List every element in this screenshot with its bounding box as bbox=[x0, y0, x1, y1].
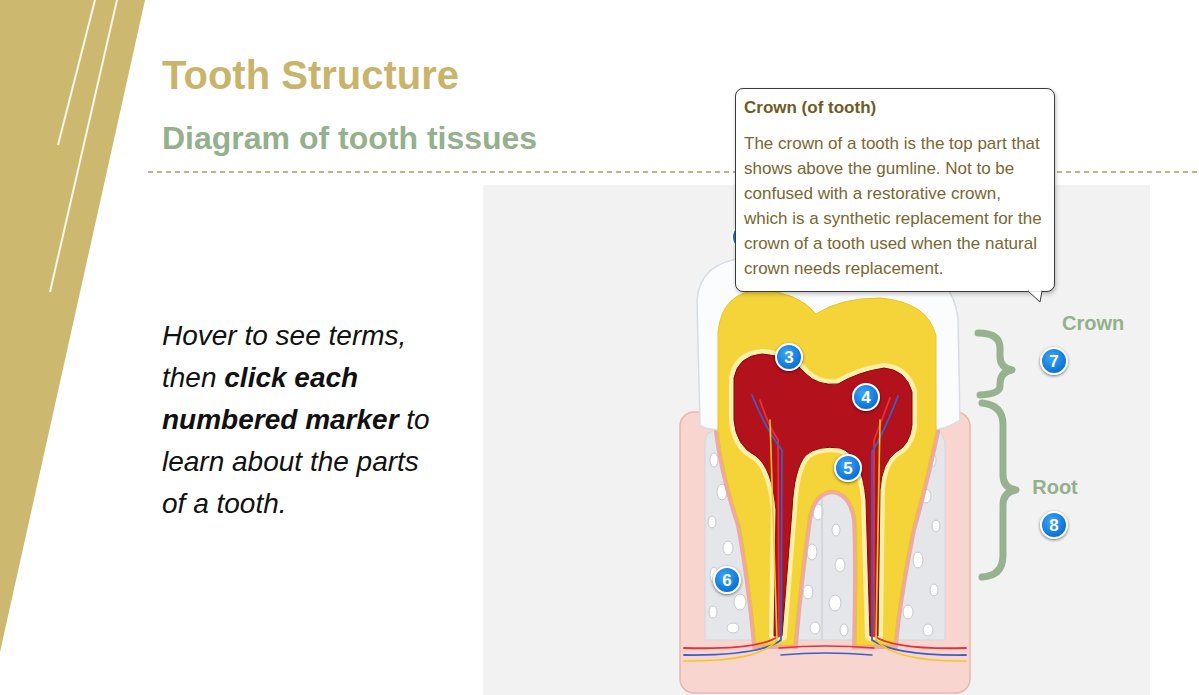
predentin-layer bbox=[734, 354, 912, 636]
tooltip-tail bbox=[1028, 290, 1044, 303]
dentin bbox=[718, 290, 936, 645]
gold-band bbox=[0, 0, 145, 652]
artery bbox=[874, 398, 966, 648]
bone-pore bbox=[913, 552, 923, 568]
term-tooltip: Crown (of tooth) The crown of a tooth is … bbox=[735, 88, 1055, 292]
artery bbox=[684, 400, 779, 648]
callout-number: 7 bbox=[1040, 347, 1068, 375]
bone-pore bbox=[734, 594, 746, 610]
tooltip-body: The crown of a tooth is the top part tha… bbox=[744, 131, 1045, 281]
slide-subtitle: Diagram of tooth tissues bbox=[162, 119, 537, 157]
callout-number-text: 6 bbox=[722, 572, 731, 589]
bone-pore bbox=[807, 544, 817, 560]
nerve bbox=[876, 420, 966, 661]
vein bbox=[872, 396, 966, 655]
bone-pore bbox=[727, 623, 739, 633]
callout-number-text: 8 bbox=[1049, 517, 1058, 534]
bone-pore bbox=[832, 524, 840, 536]
callout-number: 8 bbox=[1040, 511, 1068, 539]
callout-number-text: 7 bbox=[1049, 353, 1058, 370]
vein bbox=[781, 653, 872, 655]
bone-pore bbox=[708, 516, 716, 528]
bone-pore bbox=[932, 520, 940, 532]
vein bbox=[684, 395, 782, 655]
callout-number: 4 bbox=[852, 383, 880, 411]
bone-pore bbox=[923, 624, 933, 636]
instruction-block: Hover to see terms, then click each numb… bbox=[162, 315, 440, 525]
accent-line bbox=[50, 0, 117, 292]
tooltip-tail-join bbox=[1029, 290, 1042, 292]
callout-number: 6 bbox=[713, 566, 741, 594]
section-label: Root bbox=[1032, 475, 1078, 499]
vessels-and-nerves bbox=[684, 395, 966, 661]
bone-pore bbox=[930, 584, 938, 596]
callout-number: 3 bbox=[775, 343, 803, 371]
callout-number-text: 5 bbox=[843, 460, 852, 477]
bone-pore bbox=[840, 624, 848, 636]
bone-pore bbox=[803, 585, 813, 599]
bone-pore bbox=[903, 605, 913, 619]
slide-title: Tooth Structure bbox=[162, 52, 459, 98]
crown-bracket bbox=[978, 333, 1012, 395]
bone-pore bbox=[710, 453, 718, 467]
callout-number-text: 3 bbox=[784, 349, 793, 366]
bone-pore bbox=[810, 622, 820, 634]
periodontal-ligament bbox=[718, 290, 936, 645]
bone-pore bbox=[709, 606, 717, 618]
tooltip-tail-shape bbox=[1028, 291, 1042, 302]
bone-pore bbox=[829, 595, 841, 611]
root-bracket bbox=[982, 403, 1016, 577]
pulp bbox=[734, 354, 912, 636]
section-label: Crown bbox=[1062, 311, 1124, 335]
tooltip-heading: Crown (of tooth) bbox=[744, 97, 1045, 119]
section-edge bbox=[821, 492, 823, 640]
callout-number: 5 bbox=[834, 454, 862, 482]
bone-pore bbox=[723, 541, 733, 555]
tooth-illustration bbox=[680, 258, 970, 693]
artery bbox=[779, 646, 874, 648]
nerve bbox=[684, 420, 777, 661]
bone-pore bbox=[835, 558, 845, 572]
callout-number-text: 4 bbox=[861, 389, 870, 406]
